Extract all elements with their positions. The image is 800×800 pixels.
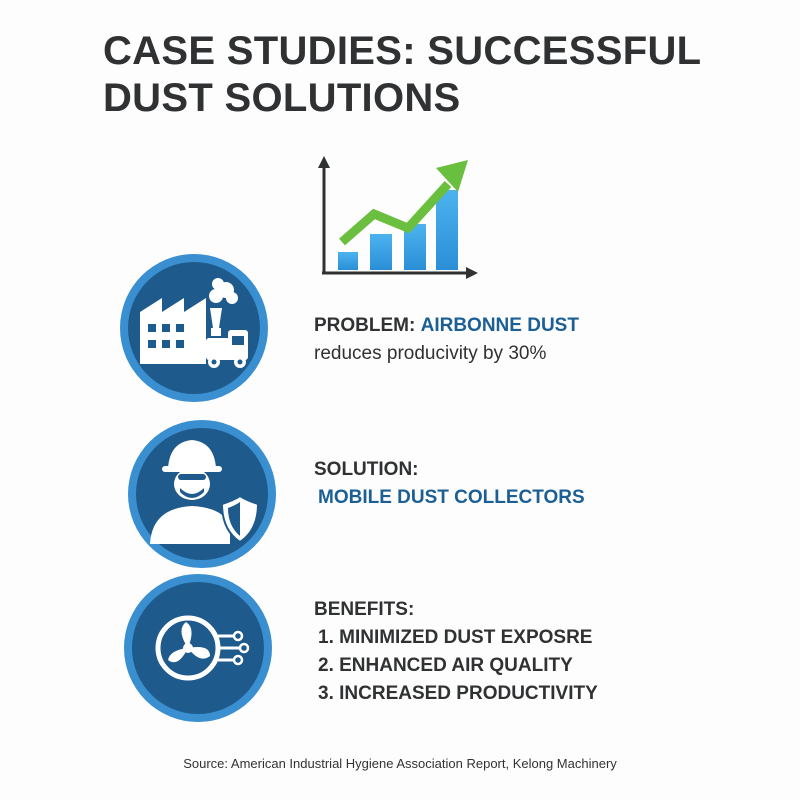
problem-highlight: AIRBONNE DUST (420, 315, 579, 336)
problem-description: reduces producivity by 30% (314, 343, 547, 364)
source-citation: Source: American Industrial Hygiene Asso… (183, 756, 617, 771)
benefit-item-2: 2. ENHANCED AIR QUALITY (318, 655, 573, 676)
page-title: CASE STUDIES: SUCCESSFUL DUST SOLUTIONS (103, 29, 701, 120)
problem-text: PROBLEM: AIRBONNE DUST reduces producivi… (314, 312, 579, 368)
benefits-label: BENEFITS: (314, 599, 415, 620)
solution-highlight: MOBILE DUST COLLECTORS (318, 487, 585, 508)
solution-label: SOLUTION: (314, 459, 419, 480)
growth-chart-icon (318, 156, 478, 279)
benefit-item-1: 1. MINIMIZED DUST EXPOSRE (318, 627, 593, 648)
fan-icon (124, 574, 272, 722)
solution-text: SOLUTION: MOBILE DUST COLLECTORS (314, 456, 585, 512)
problem-label: PROBLEM: (314, 315, 416, 336)
worker-shield-icon (128, 420, 276, 568)
benefits-text: BENEFITS: 1. MINIMIZED DUST EXPOSRE 2. E… (314, 596, 598, 708)
benefit-item-3: 3. INCREASED PRODUCTIVITY (318, 683, 598, 704)
factory-icon (120, 254, 268, 402)
